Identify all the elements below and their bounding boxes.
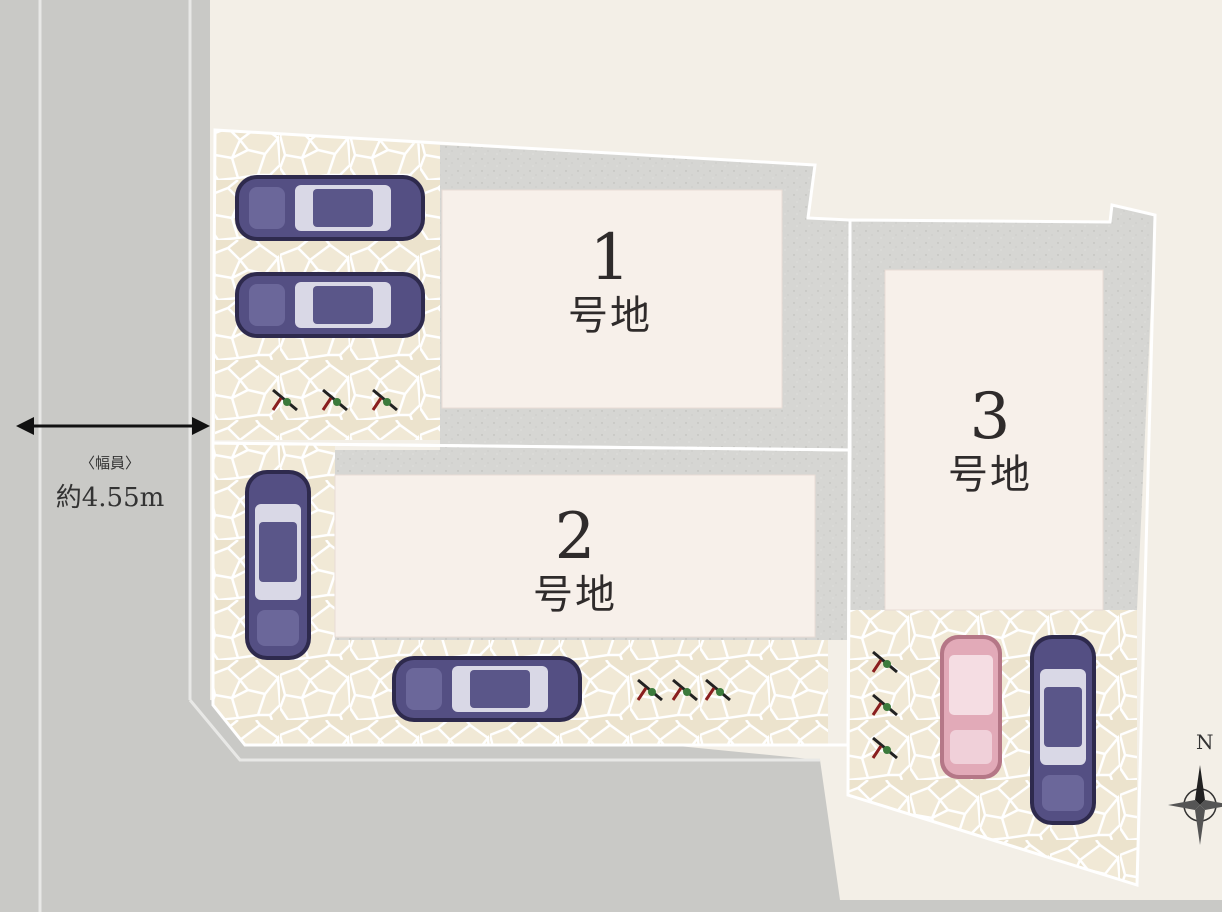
house-lot2 — [334, 474, 816, 638]
boundary-lot2 — [211, 441, 852, 747]
road-width-value: 約4.55m — [55, 483, 165, 513]
road-line-bottom — [188, 699, 820, 762]
house-lot3 — [884, 269, 1104, 611]
double-arrow-icon — [16, 417, 210, 435]
lot-2-label: 2 号地 — [485, 505, 665, 615]
lot-number: 2 — [554, 500, 596, 574]
car-icon — [245, 470, 311, 660]
car-icon — [392, 656, 582, 722]
boundary-lot3 — [846, 203, 1157, 888]
paving-lot2 — [213, 443, 828, 745]
north-label: N — [1196, 730, 1214, 754]
lot-suffix: 号地 — [948, 452, 1032, 498]
compass-rose-icon — [1168, 765, 1222, 845]
car-icon — [940, 635, 1002, 779]
lot-suffix: 号地 — [568, 293, 652, 339]
car-icon — [235, 272, 425, 338]
road-width-title: 〈幅員〉 — [79, 454, 140, 472]
lot-suffix: 号地 — [533, 572, 617, 618]
road-width-label: 〈幅員〉 約4.55m — [30, 452, 190, 514]
car-icon — [1030, 635, 1096, 825]
car-icon — [235, 175, 425, 241]
lot-number: 3 — [969, 380, 1011, 454]
house-lot1 — [441, 189, 783, 409]
lot-number: 1 — [589, 221, 631, 295]
lot-3-label: 3 号地 — [900, 385, 1080, 495]
lot-1-label: 1 号地 — [520, 226, 700, 336]
